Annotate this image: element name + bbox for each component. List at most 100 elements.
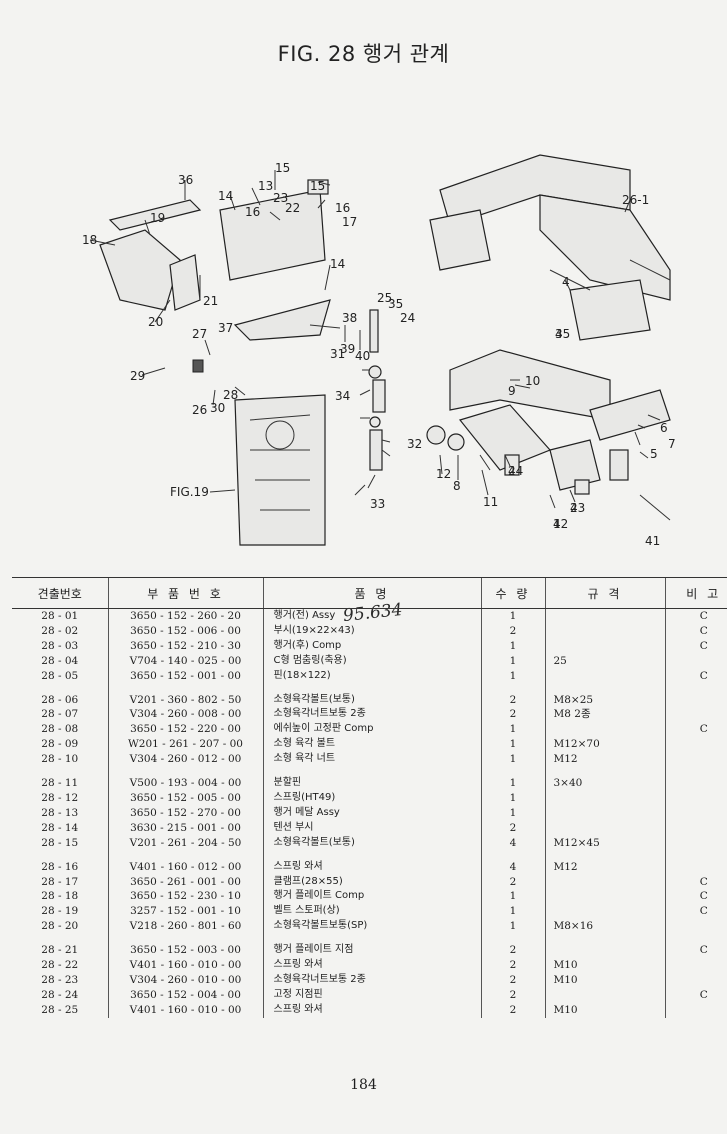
cell-part-number: W201 - 261 - 207 - 00 xyxy=(107,737,263,753)
callout-30: 30 xyxy=(210,401,225,415)
cell-quantity: 2 xyxy=(480,987,545,1003)
cell-spec: M8×16 xyxy=(544,919,665,935)
cell-spec xyxy=(544,722,665,738)
cell-spec xyxy=(544,889,665,905)
cell-part-name: 부시(19×22×43) xyxy=(262,623,481,639)
cell-index-no: 28 - 14 xyxy=(41,821,79,834)
cell-quantity: 4 xyxy=(480,835,545,851)
cell-spec: M12×70 xyxy=(544,737,665,753)
callout-9: 9 xyxy=(508,384,516,398)
cell-part-number: 3630 - 215 - 001 - 00 xyxy=(107,820,263,836)
cell-quantity: 2 xyxy=(480,623,545,639)
callout-12: 12 xyxy=(436,467,451,481)
callout-19: 19 xyxy=(150,211,165,225)
cell-spec xyxy=(544,820,665,836)
callout-15: 15 xyxy=(275,161,290,175)
callout-8: 8 xyxy=(453,479,461,493)
callout-16: 16 xyxy=(335,201,350,215)
cell-index-no: 28 - 22 xyxy=(41,959,79,972)
cell-part-number: V500 - 193 - 004 - 00 xyxy=(107,776,263,791)
cell-part-name: C형 멈춤링(축용) xyxy=(262,653,481,669)
cell-quantity: 2 xyxy=(480,820,545,836)
callout-14: 14 xyxy=(218,189,233,203)
cell-part-number: V218 - 260 - 801 - 60 xyxy=(107,919,263,935)
callout-20: 20 xyxy=(148,315,163,329)
cell-quantity: 1 xyxy=(480,722,545,738)
callout-40: 40 xyxy=(355,349,370,363)
cell-part-number: 3650 - 152 - 003 - 00 xyxy=(107,943,263,959)
cell-quantity: 1 xyxy=(480,608,545,624)
cell-quantity: 1 xyxy=(480,904,545,920)
cell-part-name: 스프링 와셔 xyxy=(262,1002,481,1018)
cell-index-no: 28 - 06 xyxy=(41,693,79,706)
cell-part-name: 소형 육각 볼트 xyxy=(262,737,481,753)
cell-quantity: 2 xyxy=(480,707,545,723)
page-number: 184 xyxy=(350,1077,377,1093)
cell-spec xyxy=(544,904,665,920)
cell-spec: M12 xyxy=(544,859,665,875)
callout-24: 24 xyxy=(400,311,415,325)
cell-quantity: 1 xyxy=(480,919,545,935)
cell-index-no: 28 - 10 xyxy=(41,753,79,766)
cell-index-no: 28 - 11 xyxy=(41,777,79,790)
cell-remarks xyxy=(664,707,727,723)
cell-remarks xyxy=(664,919,727,935)
cell-index-no: 28 - 18 xyxy=(41,890,79,903)
cell-spec xyxy=(544,805,665,821)
cell-index-no: 28 - 24 xyxy=(41,988,79,1001)
cell-part-name: 행거 플레이트 Comp xyxy=(262,889,481,905)
cell-quantity: 2 xyxy=(480,958,545,973)
cell-part-name: 행거 플레이트 지점 xyxy=(262,943,481,959)
cell-part-name: 텐션 부시 xyxy=(262,820,481,836)
cell-index-no: 28 - 17 xyxy=(41,875,79,888)
cell-index-no: 28 - 13 xyxy=(41,806,79,819)
cell-part-number: 3650 - 152 - 260 - 20 xyxy=(107,608,263,624)
cell-index-no: 28 - 01 xyxy=(41,610,79,622)
cell-quantity: 2 xyxy=(480,1002,545,1018)
callout-29: 29 xyxy=(130,369,145,383)
cell-quantity: 2 xyxy=(480,692,545,708)
cell-spec xyxy=(544,608,665,624)
cell-part-number: V304 - 260 - 010 - 00 xyxy=(107,972,263,988)
callout-22: 22 xyxy=(285,201,300,215)
page-title: FIG. 28 행거 관계 xyxy=(277,42,450,66)
cell-remarks xyxy=(664,1002,727,1018)
cell-index-no: 28 - 12 xyxy=(41,791,79,804)
callout-41: 41 xyxy=(645,534,660,548)
cell-quantity: 1 xyxy=(480,776,545,791)
cell-spec: M10 xyxy=(544,972,665,988)
callout-1: 1 xyxy=(553,517,561,531)
cell-part-number: 3650 - 152 - 001 - 00 xyxy=(107,668,263,684)
cell-quantity: 1 xyxy=(480,889,545,905)
cell-part-number: 3650 - 152 - 210 - 30 xyxy=(107,638,263,654)
cell-remarks xyxy=(664,790,727,806)
callout-34: 34 xyxy=(335,389,350,403)
callout-15: 15 xyxy=(310,179,325,193)
cell-spec: M8×25 xyxy=(544,692,665,708)
cell-remarks: C xyxy=(664,943,727,959)
cell-quantity: 1 xyxy=(480,752,545,768)
cell-part-number: 3650 - 152 - 004 - 00 xyxy=(107,987,263,1003)
callout-33: 33 xyxy=(370,497,385,511)
cell-quantity: 1 xyxy=(480,653,545,669)
callout-6: 6 xyxy=(660,421,668,435)
callout-38: 38 xyxy=(342,311,357,325)
cell-spec xyxy=(544,987,665,1003)
cell-remarks: C xyxy=(664,722,727,738)
callout-26: 26 xyxy=(192,403,207,417)
callout-13: 13 xyxy=(258,179,273,193)
cell-index-no: 28 - 15 xyxy=(41,836,79,849)
cell-quantity: 4 xyxy=(480,859,545,875)
cell-part-name: 소형육각너트보통 2종 xyxy=(262,972,481,988)
callout-18: 18 xyxy=(82,233,97,247)
group-spacer xyxy=(12,934,727,944)
